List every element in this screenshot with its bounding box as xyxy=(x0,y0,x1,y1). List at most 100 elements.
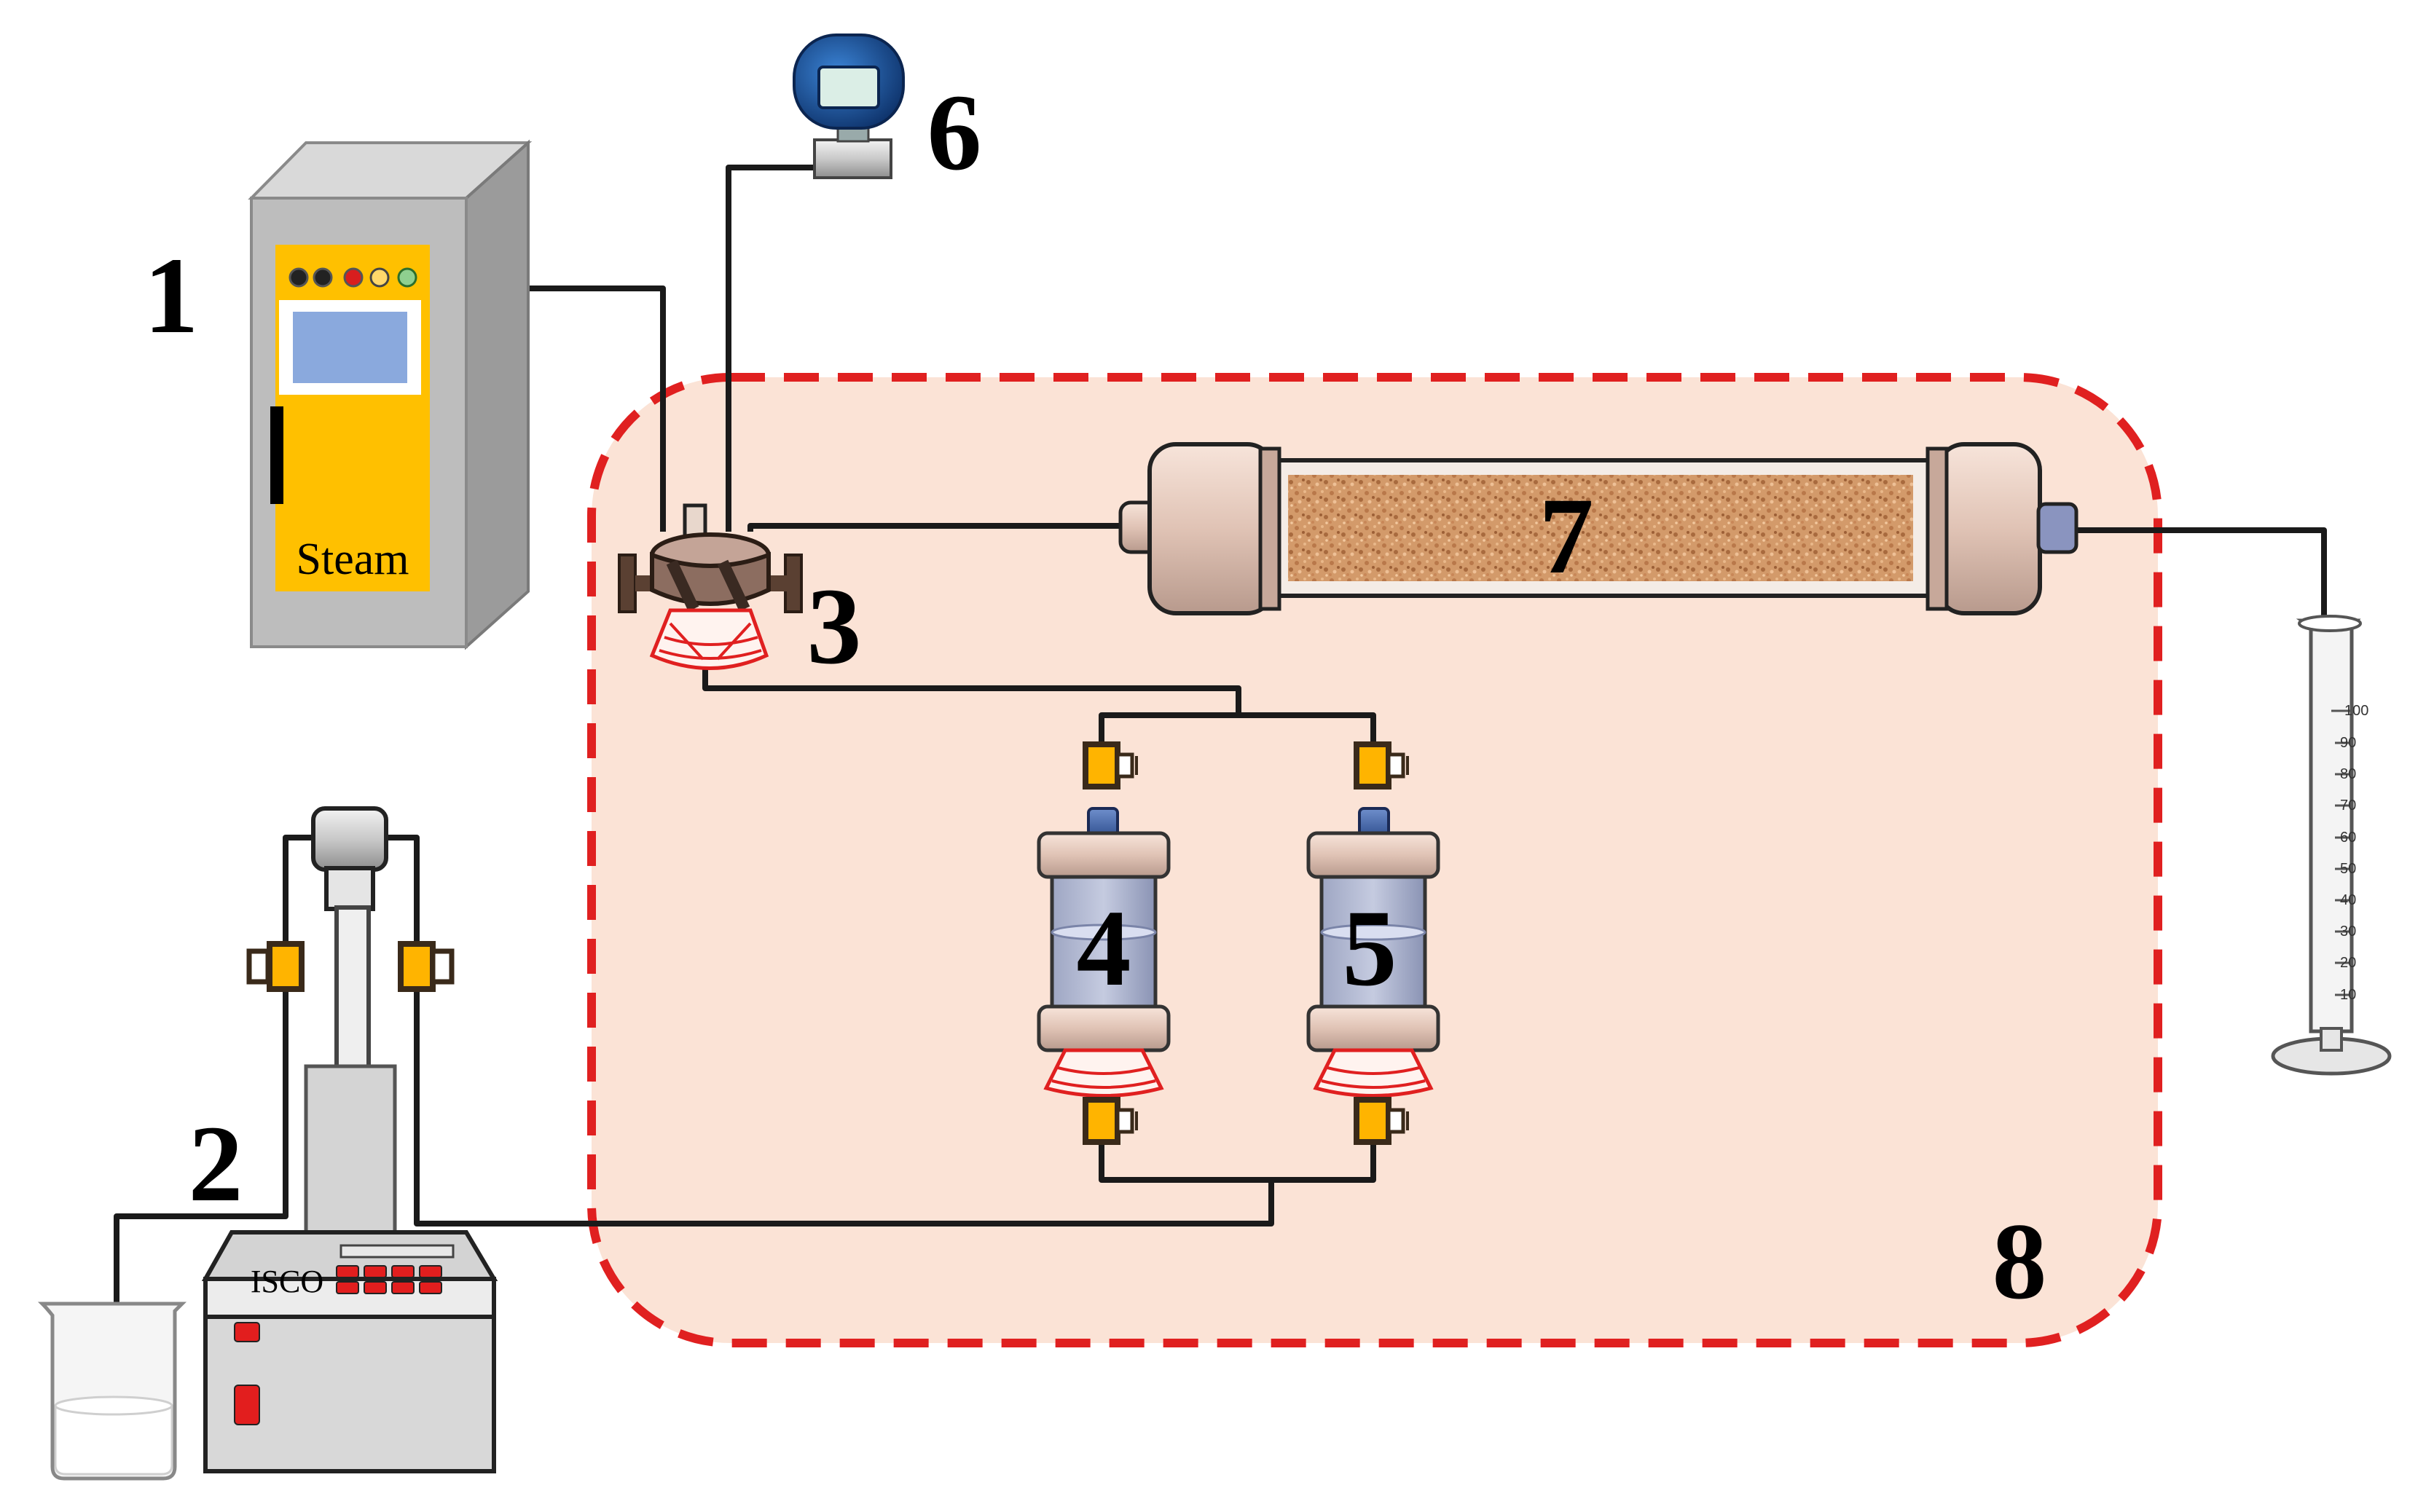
cylinder-rim xyxy=(2298,615,2362,632)
isco-text: ISCO xyxy=(251,1264,323,1299)
label-3: 3 xyxy=(807,566,862,687)
isco-pump: ISCO xyxy=(201,806,498,1473)
container-4-bottom-valve-handle xyxy=(1115,1108,1134,1134)
pump-key-2 xyxy=(364,1265,387,1278)
container-5-bottom-valve-body xyxy=(1354,1097,1391,1145)
container-5-heater-lines xyxy=(1321,1066,1426,1089)
indicator-light-3 xyxy=(343,267,364,288)
pump-right-valve xyxy=(398,941,455,992)
container-5-bottom-valve-handle xyxy=(1386,1108,1405,1134)
valve-stem xyxy=(683,503,707,540)
container-4-bottom-cap xyxy=(1037,1004,1171,1052)
pump-piston-head xyxy=(311,806,388,872)
steam-text: Steam xyxy=(297,535,409,584)
label-2: 2 xyxy=(189,1103,243,1224)
container-5-top-cap xyxy=(1306,831,1440,879)
pump-key-1 xyxy=(336,1265,359,1278)
label-8: 8 xyxy=(1993,1201,2047,1322)
pump-key-5 xyxy=(336,1281,359,1294)
cylinder-graduations xyxy=(2331,709,2350,996)
cylinder-stem xyxy=(2320,1027,2343,1052)
pump-display-strip xyxy=(339,1244,455,1259)
indicator-light-5 xyxy=(397,267,417,288)
valve-slash-2 xyxy=(717,559,750,612)
container-4-liquid-surface xyxy=(1051,924,1157,941)
pipe-pump-right-loop xyxy=(385,835,420,1180)
container-5-glass xyxy=(1319,875,1427,1009)
container-5-top-valve-body xyxy=(1354,741,1391,790)
container-4-bottom-valve-body xyxy=(1083,1097,1120,1145)
pump-right-valve-handle xyxy=(430,948,455,985)
pump-key-7 xyxy=(391,1281,415,1294)
container-4-top-valve-handle xyxy=(1115,752,1134,779)
cylinder-tick-labels: 100 90 80 70 60 50 40 30 20 10 xyxy=(2340,703,2368,1003)
valve-heater xyxy=(649,608,769,670)
valve-slash-1 xyxy=(666,559,699,612)
cylinder-tick-label-50: 50 xyxy=(2340,861,2356,877)
sand-pack-right-end xyxy=(1936,442,2042,615)
cylinder-tick-label-40: 40 xyxy=(2340,892,2356,908)
sand-pack-sand xyxy=(1288,475,1913,581)
indicator-light-4 xyxy=(369,267,390,288)
steam-generator-handle xyxy=(270,406,283,504)
indicator-light-2 xyxy=(313,267,333,288)
container-4-heater-lines xyxy=(1051,1066,1156,1089)
pressure-gauge xyxy=(793,34,905,179)
cylinder-tick-label-10: 10 xyxy=(2340,987,2356,1003)
cylinder-tick-label-80: 80 xyxy=(2340,766,2356,782)
gauge-base xyxy=(813,138,892,179)
pump-indicator-large xyxy=(234,1385,260,1425)
sand-pack-model: 7 xyxy=(1118,442,2078,615)
pipe-pump-to-containers xyxy=(414,1180,1274,1226)
valve-right-handle xyxy=(784,554,803,613)
label-6: 6 xyxy=(927,72,982,193)
cylinder-tick-label-90: 90 xyxy=(2340,735,2356,751)
steam-display-screen xyxy=(293,312,407,383)
cylinder-tick-label-20: 20 xyxy=(2340,955,2356,971)
pump-key-8 xyxy=(419,1281,442,1294)
pump-cylinder xyxy=(304,1064,397,1235)
pump-key-4 xyxy=(419,1265,442,1278)
pump-keypad xyxy=(336,1265,442,1294)
graduated-cylinder: 100 90 80 70 60 50 40 30 20 10 xyxy=(2271,615,2392,1076)
intermediate-container-5: 5 xyxy=(1306,741,1440,1145)
container-4-top-valve-body xyxy=(1083,741,1120,790)
pipe-valve-to-sandpack xyxy=(747,523,1126,532)
sand-pack-left-end xyxy=(1147,442,1276,615)
cylinder-tick-label-60: 60 xyxy=(2340,830,2356,846)
sand-pack-left-collar xyxy=(1258,446,1281,611)
beaker xyxy=(37,1302,187,1481)
pump-key-6 xyxy=(364,1281,387,1294)
pump-left-valve-handle xyxy=(246,948,271,985)
steam-generator: Steam xyxy=(248,139,533,650)
label-1: 1 xyxy=(144,235,199,356)
label-5: 5 xyxy=(1343,888,1397,1009)
cylinder-tick-label-30: 30 xyxy=(2340,924,2356,940)
indicator-light-1 xyxy=(288,267,309,288)
pipe-container-top-manifold xyxy=(1099,712,1376,757)
cylinder-tick-label-100: 100 xyxy=(2344,703,2368,719)
pump-left-valve xyxy=(246,941,305,992)
pipe-container-bottom-manifold xyxy=(1099,1126,1376,1183)
label-7: 7 xyxy=(1539,476,1594,596)
valve-left-handle xyxy=(618,554,637,613)
container-5-liquid-surface xyxy=(1320,924,1426,941)
pipe-steam-to-valve xyxy=(484,286,666,532)
cylinder-tick-label-70: 70 xyxy=(2340,798,2356,814)
pump-left-valve-body xyxy=(267,941,305,992)
sand-pack-right-collar xyxy=(1926,446,1949,611)
container-4-top-cap xyxy=(1037,831,1171,879)
gauge-screen xyxy=(817,66,880,109)
valve-heater-lines xyxy=(659,622,762,661)
container-5-bottom-cap xyxy=(1306,1004,1440,1052)
pump-key-3 xyxy=(391,1265,415,1278)
pump-piston-rod xyxy=(324,866,375,911)
container-5-top-valve-handle xyxy=(1386,752,1405,779)
pump-rod-shaft xyxy=(334,905,371,1071)
pipe-gauge-to-valve xyxy=(726,165,817,532)
steam-generator-side xyxy=(465,139,530,650)
pipe-pump-left-loop xyxy=(114,835,315,1393)
beaker-liquid-surface xyxy=(54,1395,173,1416)
label-4: 4 xyxy=(1077,888,1131,1009)
